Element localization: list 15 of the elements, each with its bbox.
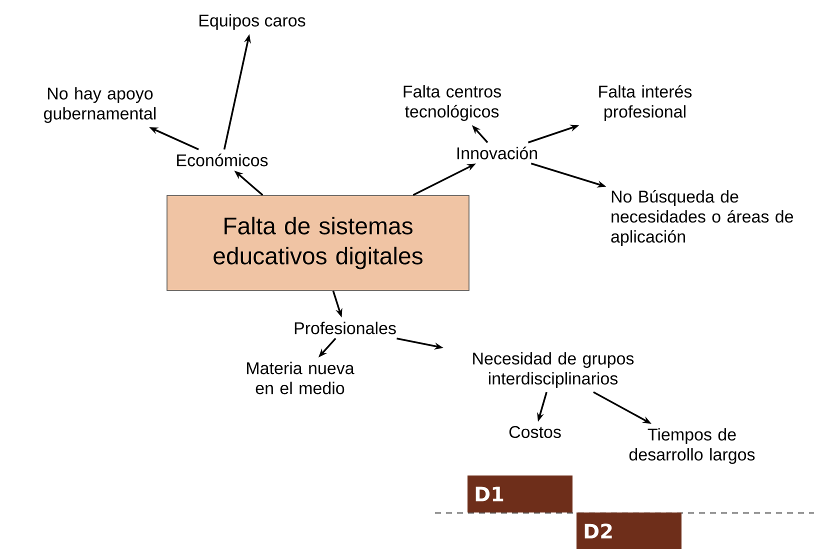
idea-text: Necesidad de grupos interdisciplinarios <box>473 352 634 388</box>
label-tag: D1 <box>468 476 572 512</box>
idea-text: Profesionales <box>294 322 396 334</box>
idea-text: Falta interés profesional <box>599 84 692 122</box>
label-tag: D2 <box>576 512 682 549</box>
idea-text: Costos <box>509 426 561 438</box>
idea-text: No Búsqueda de necesidades o áreas de aplicación <box>611 190 794 246</box>
central-problem-box: Falta de sistemas educativos digitales <box>166 195 470 291</box>
idea-text: No hay apoyo gubernamental <box>44 87 156 123</box>
idea-text: Falta centros tecnológicos <box>404 85 501 121</box>
idea-text: Tiempos de desarrollo largos <box>629 428 755 464</box>
idea-text: Materia nueva en el medio <box>247 362 354 394</box>
idea-text: Económicos <box>177 154 268 166</box>
idea-text: Innovación <box>457 146 537 160</box>
idea-text: Equipos caros <box>200 14 306 30</box>
